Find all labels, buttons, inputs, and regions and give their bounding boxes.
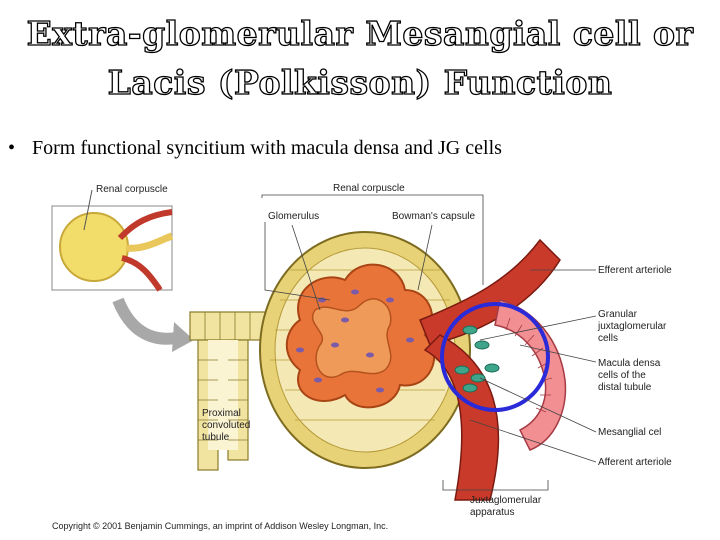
label-jga-2: apparatus bbox=[470, 507, 514, 518]
label-proximal-1: Proximal bbox=[202, 408, 241, 419]
arrow-icon bbox=[112, 297, 194, 352]
title-line-1: Extra-glomerular Mesangial cell or bbox=[26, 13, 694, 53]
glomerulus bbox=[285, 263, 436, 409]
label-proximal-2: convoluted bbox=[202, 420, 250, 431]
label-glomerulus: Glomerulus bbox=[268, 211, 319, 222]
leader-lines bbox=[261, 194, 597, 491]
title-line-2: Lacis (Polkisson) Function bbox=[107, 62, 613, 102]
bullet-dot: • bbox=[8, 137, 16, 159]
label-granular-2: juxtaglomerular bbox=[597, 321, 667, 332]
highlight-circle bbox=[440, 302, 550, 412]
label-afferent-arteriole: Afferent arteriole bbox=[598, 457, 672, 468]
label-granular-1: Granular bbox=[598, 309, 638, 320]
label-proximal-3: tubule bbox=[202, 432, 230, 443]
label-macula-3: distal tubule bbox=[598, 382, 652, 393]
label-granular-3: cells bbox=[598, 333, 618, 344]
bullet-text: Form functional syncitium with macula de… bbox=[32, 137, 502, 159]
distal-tubule bbox=[494, 299, 567, 451]
label-renal-corpuscle: Renal corpuscle bbox=[333, 183, 405, 194]
label-bowmans-capsule: Bowman's capsule bbox=[392, 211, 476, 222]
label-jga-1: Juxtaglomerular bbox=[470, 495, 542, 506]
renal-corpuscle-inset bbox=[51, 189, 174, 292]
label-macula-1: Macula densa bbox=[598, 358, 661, 369]
label-mesangial: Mesanglial cel bbox=[598, 427, 661, 438]
copyright-text: Copyright © 2001 Benjamin Cummings, an i… bbox=[52, 521, 389, 531]
bullet-point: • Form functional syncitium with macula d… bbox=[8, 137, 502, 160]
label-renal-corpuscle-inset: Renal corpuscle bbox=[96, 184, 168, 195]
granular-cells bbox=[454, 325, 500, 393]
label-efferent-arteriole: Efferent arteriole bbox=[598, 265, 672, 276]
label-macula-2: cells of the bbox=[598, 370, 646, 381]
